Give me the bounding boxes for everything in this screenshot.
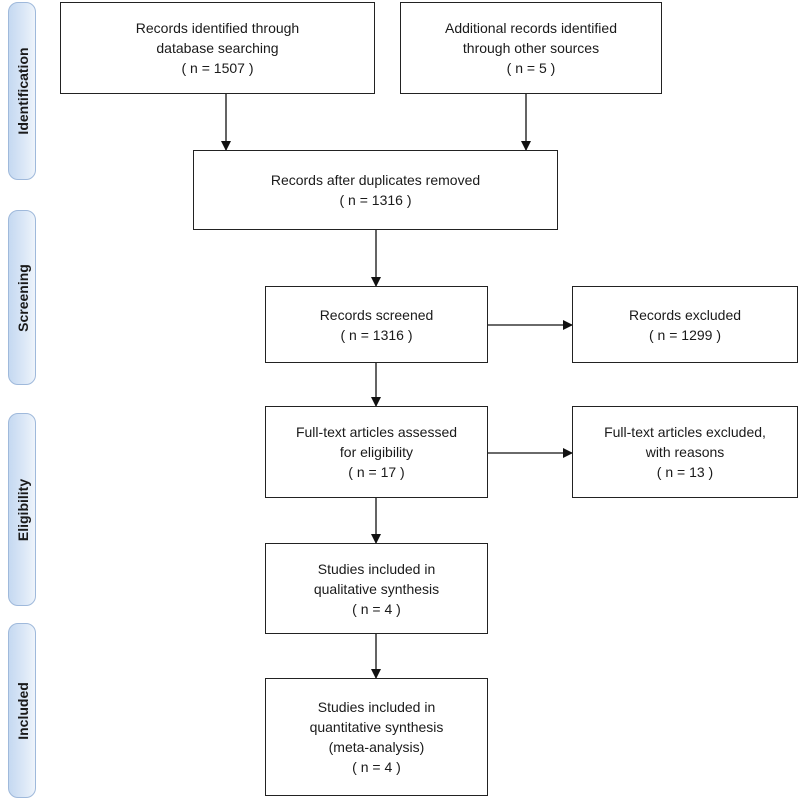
box-quantitative-synthesis: Studies included in quantitative synthes… (265, 678, 488, 796)
box-other-line1: Additional records identified (445, 20, 617, 36)
box-screened-line1: Records screened (319, 306, 434, 323)
box-qualitative-line2: qualitative synthesis (313, 580, 440, 597)
box-records-excluded: Records excluded ( n = 1299 ) (572, 286, 798, 363)
stage-included: Included (8, 623, 36, 798)
box-database-count: ( n = 1507 ) (181, 60, 254, 76)
box-fulltext-assessed: Full-text articles assessed for eligibil… (265, 406, 488, 498)
box-quantitative-line2: quantitative synthesis (309, 719, 444, 735)
box-excluded-line1: Records excluded (628, 306, 742, 323)
box-fulltext-excluded-count: ( n = 13 ) (656, 464, 714, 480)
box-qualitative-count: ( n = 4 ) (352, 600, 401, 617)
box-duplicates-count: ( n = 1316 ) (339, 192, 412, 208)
box-other-count: ( n = 5 ) (506, 60, 556, 76)
box-other-line2: through other sources (462, 40, 600, 56)
box-duplicates-removed: Records after duplicates removed ( n = 1… (193, 150, 558, 230)
box-screened-count: ( n = 1316 ) (340, 326, 413, 343)
box-database-searching: Records identified through database sear… (60, 2, 375, 94)
box-fulltext-excluded-line2: with reasons (645, 444, 725, 460)
box-fulltext-excluded-line1: Full-text articles excluded, (604, 424, 766, 440)
box-fulltext-count: ( n = 17 ) (348, 464, 405, 480)
stage-eligibility: Eligibility (8, 413, 36, 606)
box-other-sources: Additional records identified through ot… (400, 2, 662, 94)
box-fulltext-excluded: Full-text articles excluded, with reason… (572, 406, 798, 498)
box-excluded-count: ( n = 1299 ) (649, 326, 721, 343)
box-qualitative-line1: Studies included in (317, 560, 436, 577)
box-fulltext-line2: for eligibility (339, 444, 414, 460)
box-quantitative-count: ( n = 4 ) (352, 759, 401, 775)
box-database-line1: Records identified through (135, 20, 300, 36)
box-fulltext-line1: Full-text articles assessed (295, 424, 458, 440)
box-duplicates-line1: Records after duplicates removed (270, 172, 481, 188)
box-database-line2: database searching (156, 40, 279, 56)
box-qualitative-synthesis: Studies included in qualitative synthesi… (265, 543, 488, 634)
stage-screening: Screening (8, 210, 36, 385)
box-records-screened: Records screened ( n = 1316 ) (265, 286, 488, 363)
stage-identification: Identification (8, 2, 36, 180)
box-quantitative-line1: Studies included in (317, 699, 436, 715)
box-quantitative-line3: (meta-analysis) (328, 739, 425, 755)
